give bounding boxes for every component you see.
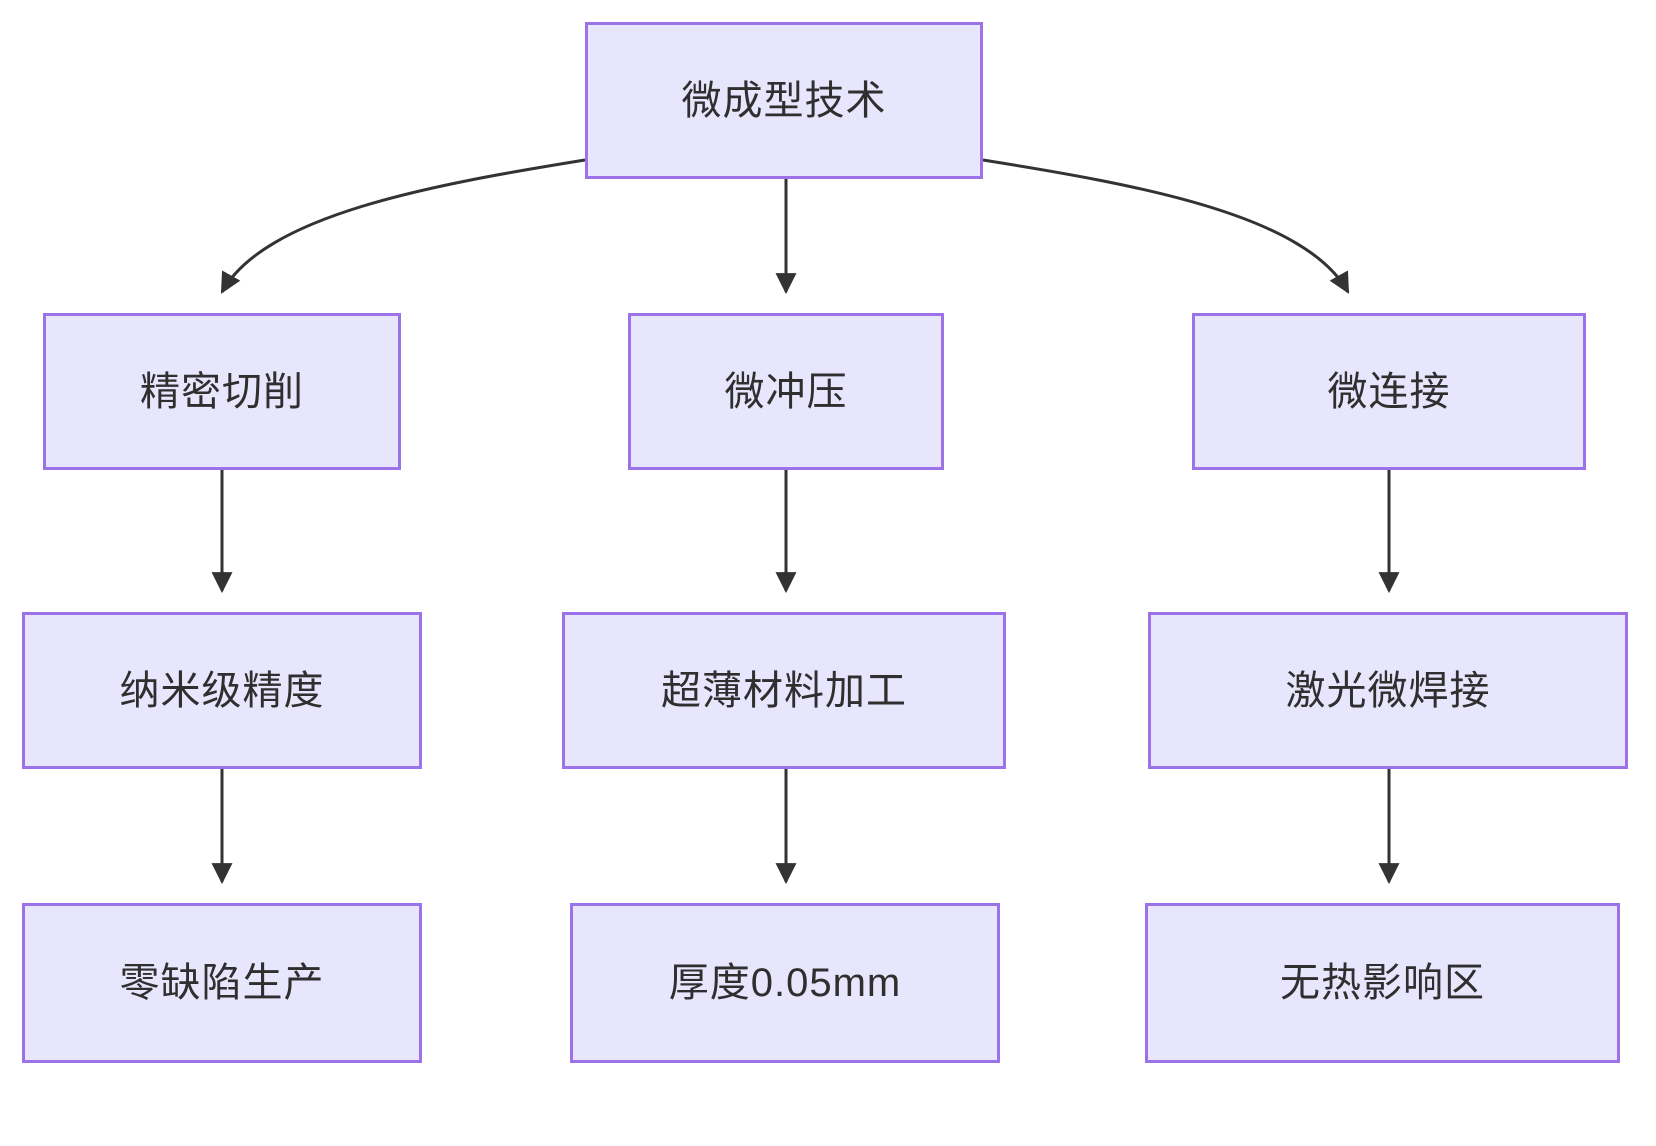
node-thickness-spec-label: 厚度0.05mm — [668, 961, 902, 1005]
node-ultrathin-processing-label: 超薄材料加工 — [661, 668, 907, 713]
node-micro-stamping-label: 微冲压 — [724, 369, 848, 414]
node-precision-cutting[interactable]: 精密切削 — [43, 313, 401, 470]
edge-root-to-precision-cutting — [220, 158, 586, 294]
node-zero-defect-production[interactable]: 零缺陷生产 — [22, 903, 422, 1063]
node-micro-joining[interactable]: 微连接 — [1192, 313, 1586, 470]
node-micro-stamping[interactable]: 微冲压 — [628, 313, 944, 470]
node-micro-joining-label: 微连接 — [1327, 369, 1451, 414]
node-root-label: 微成型技术 — [681, 78, 887, 123]
node-ultrathin-processing[interactable]: 超薄材料加工 — [562, 612, 1006, 769]
edge-root-to-micro-joining — [982, 158, 1350, 294]
node-thickness-spec[interactable]: 厚度0.05mm — [570, 903, 1000, 1063]
node-laser-microwelding-label: 激光微焊接 — [1285, 668, 1491, 713]
node-no-heat-affected-zone[interactable]: 无热影响区 — [1145, 903, 1620, 1063]
node-nano-precision-label: 纳米级精度 — [119, 668, 325, 713]
node-zero-defect-production-label: 零缺陷生产 — [119, 961, 325, 1005]
node-root[interactable]: 微成型技术 — [585, 22, 983, 179]
node-precision-cutting-label: 精密切削 — [140, 369, 304, 414]
node-laser-microwelding[interactable]: 激光微焊接 — [1148, 612, 1628, 769]
node-nano-precision[interactable]: 纳米级精度 — [22, 612, 422, 769]
node-no-heat-affected-zone-label: 无热影响区 — [1280, 961, 1485, 1005]
